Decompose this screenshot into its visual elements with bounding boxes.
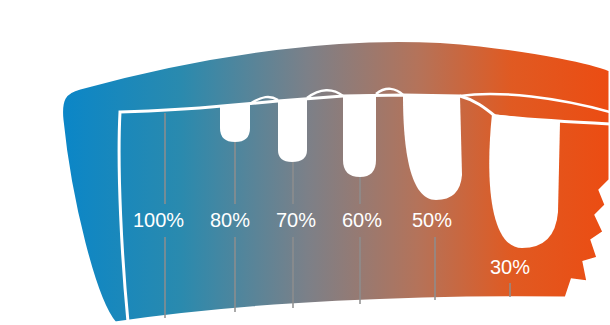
wear-percent: 100% [133,208,184,232]
tire-body [62,41,610,323]
wear-percent: 60% [342,208,382,232]
wear-line [165,113,510,318]
inner-contour [119,95,610,322]
wear-percent: 30% [490,255,530,279]
wear-notch [220,94,560,248]
wear-percent: 70% [276,208,316,232]
wear-percent: 50% [412,208,452,232]
wear-percent: 80% [210,208,250,232]
